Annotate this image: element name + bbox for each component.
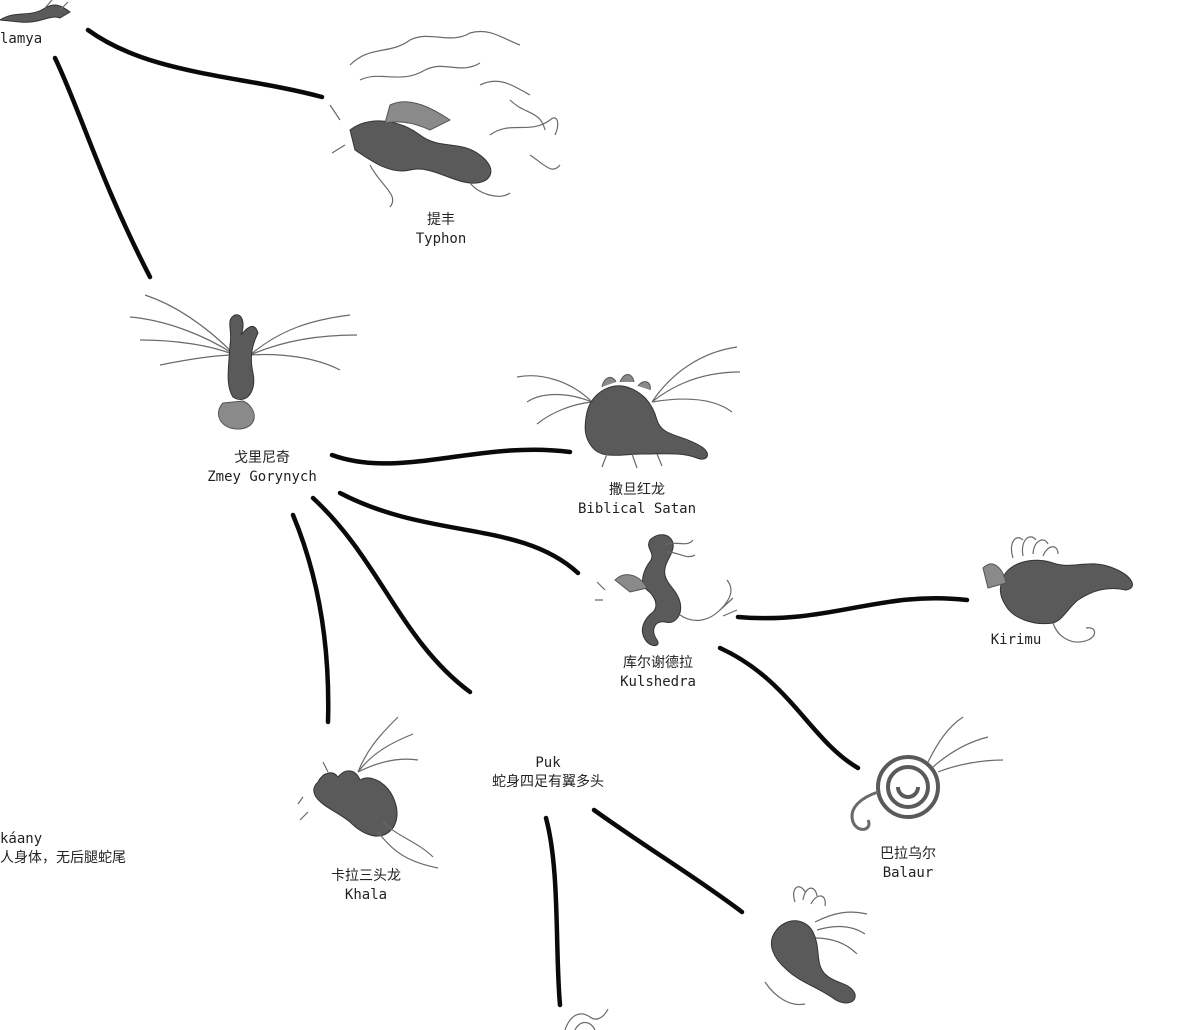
- edge-zmey-kulshedra: [337, 490, 581, 576]
- edge-zmey-khala: [290, 512, 331, 725]
- edge-puk-lower-left: [543, 815, 563, 1008]
- label-satan: 撒旦红龙 Biblical Satan: [578, 481, 696, 519]
- label-typhon: 提丰 Typhon: [416, 211, 467, 249]
- balaur-illustration: [838, 712, 1008, 840]
- edge-zmey-puk: [310, 495, 473, 695]
- edge-lamya-typhon: [85, 27, 325, 100]
- label-khala: 卡拉三头龙 Khala: [331, 867, 401, 905]
- label-zmey-zh: 戈里尼奇: [233, 450, 290, 466]
- label-kirimu: Kirimu: [991, 631, 1042, 650]
- label-kulshedra: 库尔谢德拉 Kulshedra: [620, 654, 696, 692]
- label-balaur-en: Balaur: [882, 865, 934, 881]
- label-balaur-zh: 巴拉乌尔: [880, 846, 936, 862]
- edge-puk-lower-right: [591, 807, 745, 915]
- label-kulshedra-en: Kulshedra: [620, 674, 696, 690]
- edge-lamya-zmey: [52, 55, 153, 280]
- edge-zmey-satan: [329, 447, 573, 466]
- label-zmey: 戈里尼奇 Zmey Gorynych: [207, 449, 317, 487]
- label-puk-en: Puk: [535, 755, 561, 771]
- multi-head-dragon-illustration: [745, 882, 870, 1010]
- label-partial-line1: káany: [0, 831, 43, 847]
- kulshedra-illustration: [595, 530, 740, 650]
- label-kulshedra-zh: 库尔谢德拉: [622, 655, 693, 671]
- label-lamya: lamya: [0, 30, 42, 49]
- edge-kulshedra-balaur: [717, 645, 861, 771]
- label-typhon-zh: 提丰: [426, 212, 455, 228]
- biblical-satan-illustration: [512, 342, 742, 472]
- kirimu-illustration: [978, 528, 1143, 653]
- label-balaur: 巴拉乌尔 Balaur: [880, 845, 936, 883]
- label-puk: Puk 蛇身四足有翼多头: [492, 754, 604, 792]
- zmey-gorynych-illustration: [125, 285, 360, 435]
- khala-illustration: [297, 712, 443, 870]
- edge-kulshedra-kirimu: [735, 595, 970, 621]
- typhon-illustration: [329, 25, 565, 210]
- label-partial-line2: 人身体，无后腿蛇尾: [0, 850, 126, 866]
- bottom-partial-illustration: [560, 1005, 610, 1030]
- label-khala-en: Khala: [344, 887, 388, 903]
- label-puk-zh: 蛇身四足有翼多头: [492, 774, 604, 790]
- lamya-illustration: [0, 0, 75, 25]
- label-satan-en: Biblical Satan: [577, 501, 697, 517]
- label-typhon-en: Typhon: [415, 231, 467, 247]
- label-zmey-en: Zmey Gorynych: [207, 469, 317, 485]
- label-lamya-en: lamya: [0, 31, 43, 47]
- label-kirimu-en: Kirimu: [990, 632, 1042, 648]
- label-partial-left: káany 人身体，无后腿蛇尾: [0, 830, 126, 868]
- label-khala-zh: 卡拉三头龙: [331, 868, 401, 884]
- label-satan-zh: 撒旦红龙: [608, 482, 665, 498]
